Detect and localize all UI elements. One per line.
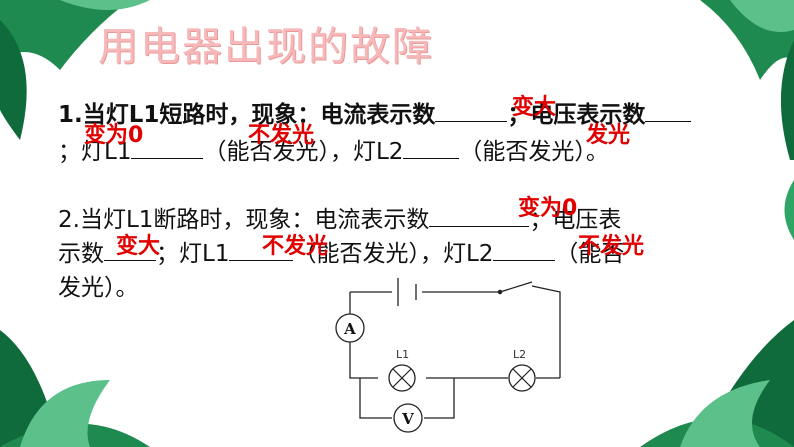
lamp-l2 [508,364,536,392]
q1-line1: 1.当灯L1短路时，现象：电流表示数 ；电压表示数 [58,95,692,129]
q2-current-blank [429,206,530,227]
page-title: 用电器出现的故障 [98,24,434,70]
q2-answer-current: 变为0 [518,196,578,221]
leaf-decoration [780,40,794,160]
lamp-l2-label: L2 [513,348,526,361]
ammeter-label: A [343,320,356,338]
lamp-l1 [388,364,416,392]
q2-line2-d: （能否 [555,241,625,267]
q1-line2-a: ；灯L1 [58,139,132,165]
q2-answer-l1: 不发光 [262,234,329,259]
leaf-decoration [20,380,110,447]
q2-line2-a: 示数 [58,241,104,267]
q1-line2-c: （能否发光）。 [459,139,609,165]
switch-lever [499,281,533,293]
q1-answer-l1: 不发光 [248,123,315,148]
q1-line1-mid: ；电压表示数 [507,102,646,128]
q1-answer-l2: 发光 [586,123,631,148]
q1-current-blank [435,101,508,122]
leaf-decoration [0,20,27,140]
q2-line2-c: （能否发光），灯L2 [293,241,494,267]
q1-answer-voltage: 变为0 [84,123,144,148]
ammeter [335,313,365,343]
circuit-diagram: A L1 L2 V [335,278,561,433]
leaf-decoration [784,180,794,240]
leaf-decoration [730,0,794,32]
q2-l2-blank [493,240,556,261]
wire-left [349,292,378,379]
q2-line3: 发光）。 [58,275,139,301]
voltmeter [393,403,423,433]
q2-line1-prefix: 2.当灯L1断路时，现象：电流表示数 [58,207,430,233]
wire-top [350,285,561,378]
switch-pivot [497,289,503,295]
q2-answer-l2: 不发光 [578,234,645,259]
lamp-l1-label: L1 [396,348,409,361]
q2-l1-blank [229,240,294,261]
q2-voltage-blank [104,240,156,261]
q2-line2-b: ；灯L1 [156,241,230,267]
q1-l1-blank [131,138,204,159]
q1-line2: ；灯L1 （能否发光），灯L2 （能否发光）。 [58,132,609,166]
q1-line1-prefix: 1.当灯L1短路时，现象：电流表示数 [58,102,436,128]
q2-line1: 2.当灯L1断路时，现象：电流表示数 ；电压表 [58,200,621,234]
leaf-decoration [0,0,130,70]
q1-voltage-blank [645,101,692,122]
leaf-decoration [60,0,150,10]
voltmeter-label: V [401,410,414,428]
q1-answer-current: 变大 [512,95,557,120]
q1-line2-b: （能否发光），灯L2 [203,139,404,165]
q1-l2-blank [403,138,460,159]
q2-line1-suffix: ；电压表 [529,207,622,233]
q2-line2: 示数 ；灯L1 （能否发光），灯L2 （能否 [58,234,624,268]
wire-voltmeter-branch [359,378,455,419]
leaf-decoration [680,380,770,447]
q2-answer-voltage: 变大 [116,234,161,259]
